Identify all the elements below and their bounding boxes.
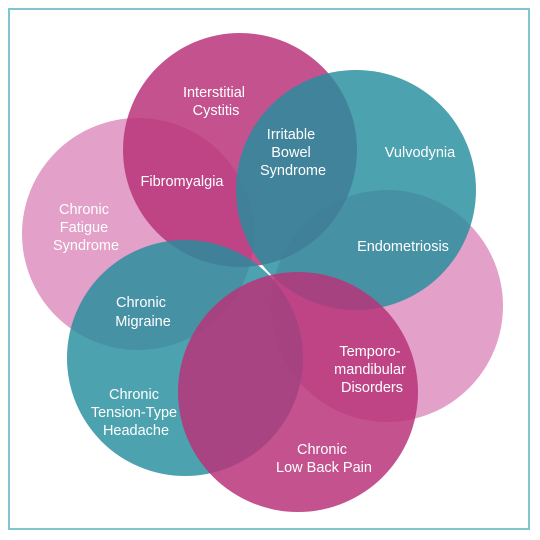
label-chronic-tension-type-headache: Chronic Tension-Type Headache: [91, 387, 181, 439]
label-endometriosis: Endometriosis: [357, 239, 449, 255]
label-irritable-bowel-syndrome: Irritable Bowel Syndrome: [260, 127, 326, 179]
label-temporomandibular-disorders: Temporo- mandibular Disorders: [334, 344, 410, 396]
label-chronic-migraine: Chronic Migraine: [115, 295, 171, 330]
circle-chronic-low-back-pain: [178, 272, 418, 512]
label-chronic-fatigue-syndrome: Chronic Fatigue Syndrome: [53, 202, 119, 254]
label-interstitial-cystitis: Interstitial Cystitis: [183, 85, 249, 119]
label-chronic-low-back-pain: Chronic Low Back Pain: [276, 442, 372, 476]
circle-vulvodynia: [236, 70, 476, 310]
label-vulvodynia: Vulvodynia: [385, 145, 456, 161]
label-fibromyalgia: Fibromyalgia: [141, 174, 225, 190]
